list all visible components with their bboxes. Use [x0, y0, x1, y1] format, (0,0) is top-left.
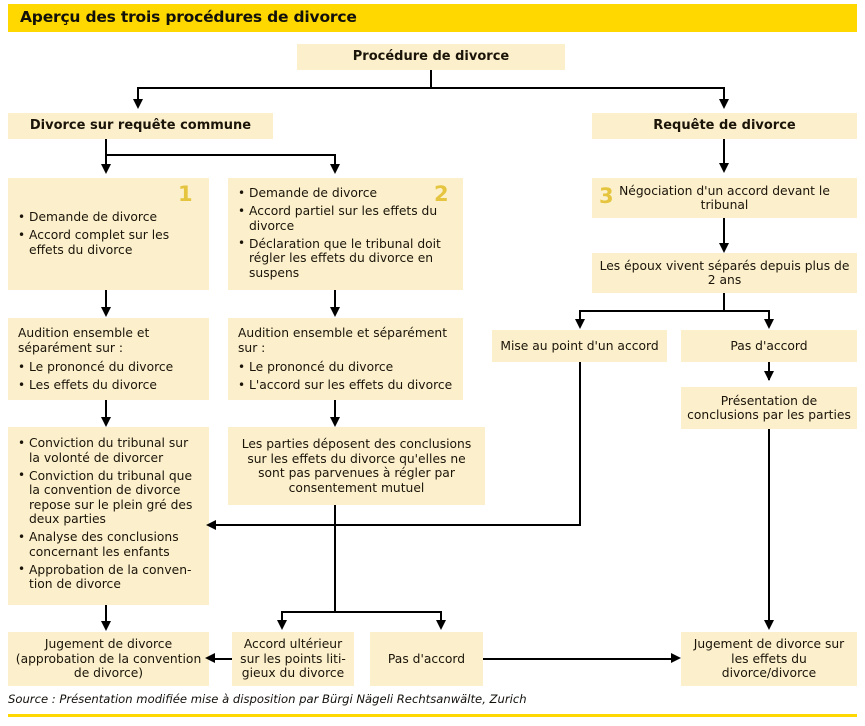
list-item: Analyse des conclusions concernant les e… — [18, 530, 199, 559]
arrow-col3-separated — [718, 243, 729, 253]
node-col2-accord-ulterieur: Accord ultérieur sur les points liti-gie… — [232, 632, 354, 686]
page-title: Aperçu des trois procédures de divorce — [20, 8, 357, 26]
node-procedure-de-divorce: Procédure de divorce — [297, 44, 565, 70]
list-item: Déclaration que le tribunal doit régler … — [238, 236, 453, 281]
node-col1-conviction: Conviction du tribunal sur la volonté de… — [8, 427, 209, 605]
node-col3-conclusions: Présentation de conclusions par les part… — [681, 387, 857, 429]
col1-hearing-lead: Audition ensemble et séparément sur : — [18, 326, 150, 355]
step-number-1: 1 — [178, 182, 193, 206]
connector-col3-split-bus — [579, 310, 769, 312]
arrow-accord-to-col1-judgment — [205, 653, 215, 663]
node-col3-separated: Les épouх vivent séparés depuis plus de … — [592, 253, 857, 293]
arrow-pas-daccord-to-judgment — [671, 653, 681, 663]
list-item: Accord complet sur les effets du divorce — [18, 228, 199, 257]
list-item: L'accord sur les effets du divorce — [238, 378, 453, 393]
arrow-col2-conclusions — [329, 417, 340, 427]
arrow-col1-judgment — [100, 621, 111, 631]
arrow-to-col1 — [100, 164, 111, 174]
connector-col2-hearing-to-conclusions — [334, 400, 336, 422]
arrow-col3-judgment — [763, 620, 774, 630]
node-col2-conclusions: Les parties déposent des conclusions sur… — [228, 427, 485, 505]
arrow-col2-hearing — [329, 307, 340, 317]
list-item: Accord partiel sur les effets du divorce — [238, 204, 453, 233]
step-number-3: 3 — [599, 184, 614, 208]
arrow-col3-conclusions — [763, 371, 774, 381]
connector-col2-bottom-bus — [281, 611, 441, 613]
connector-to-col2 — [334, 154, 336, 166]
connector-mise-au-point-left — [215, 524, 581, 526]
list-item: Demande de divorce — [18, 210, 199, 225]
node-col3-negotiation: Négociation d'un accord devant le tribun… — [592, 178, 857, 218]
connector-left-branch-stem — [105, 139, 107, 155]
node-col1-judgment: Jugement de divorce (approbation de la c… — [8, 632, 209, 686]
connector-to-mise-au-point — [579, 310, 581, 321]
connector-root-left-drop — [137, 87, 139, 101]
arrow-root-to-left — [132, 99, 143, 109]
connector-root-stem — [430, 70, 432, 88]
node-col1-requirements: Demande de divorce Accord complet sur le… — [8, 178, 209, 290]
arrow-to-col3 — [718, 163, 729, 173]
header-banner — [8, 4, 857, 32]
node-col2-requirements: Demande de divorce Accord partiel sur le… — [228, 178, 463, 290]
list-item: Conviction du tribunal que la convention… — [18, 468, 199, 527]
node-col2-pas-daccord: Pas d'accord — [370, 632, 483, 686]
col2-hearing-list: Le prononcé du divorce L'accord sur les … — [238, 360, 453, 393]
connector-col3-split-stem — [723, 293, 725, 311]
connector-to-col1 — [105, 154, 107, 166]
connector-accord-to-col1-judgment — [214, 658, 232, 660]
connector-to-col3-pas-daccord — [768, 310, 770, 321]
connector-pas-daccord-to-judgment — [483, 658, 673, 660]
connector-col2-conclusions-stem — [334, 505, 336, 612]
list-item: Les effets du divorce — [18, 378, 199, 393]
list-item: Le prononcé du divorce — [18, 360, 199, 375]
source-note: Source : Présentation modifiée mise à di… — [8, 692, 527, 706]
col1-hearing-list: Le prononcé du divorce Les effets du div… — [18, 360, 199, 393]
list-item: Conviction du tribunal sur la volonté de… — [18, 436, 199, 465]
connector-col1-hearing-to-conviction — [105, 400, 107, 422]
list-item: Approbation de la conven-tion de divorce — [18, 562, 199, 592]
connector-right-branch-stem — [723, 139, 725, 165]
node-col2-hearing: Audition ensemble et séparément sur : Le… — [228, 318, 463, 400]
arrow-col1-hearing — [100, 307, 111, 317]
connector-col1-req-to-hearing — [105, 290, 107, 310]
arrow-to-accord-ulterieur — [276, 620, 287, 630]
arrow-to-pas-daccord-mid — [435, 620, 446, 630]
footer-rule — [8, 714, 857, 717]
list-item: Le prononcé du divorce — [238, 360, 453, 375]
connector-root-bus — [137, 87, 724, 89]
node-col3-judgment: Jugement de divorce sur les effets du di… — [681, 632, 857, 686]
connector-col1-conviction-to-judgment — [105, 605, 107, 623]
arrow-to-col2 — [329, 164, 340, 174]
arrow-to-col3-pas-daccord — [763, 319, 774, 329]
step-number-2: 2 — [434, 182, 449, 206]
connector-left-branch-bus — [105, 154, 335, 156]
connector-mise-au-point-down — [579, 362, 581, 526]
arrow-mise-au-point-to-conviction — [206, 519, 216, 530]
arrow-root-to-right — [718, 99, 729, 109]
node-divorce-sur-requete-commune: Divorce sur requête commune — [8, 113, 273, 139]
connector-col3-neg-to-separated — [723, 218, 725, 246]
col2-hearing-lead: Audition ensemble et séparément sur : — [238, 326, 448, 355]
node-col3-mise-au-point: Mise au point d'un accord — [492, 330, 667, 362]
arrow-to-mise-au-point — [574, 319, 585, 329]
connector-to-pas-daccord-mid — [440, 611, 442, 621]
connector-to-accord-ulterieur — [281, 611, 283, 621]
node-requete-de-divorce: Requête de divorce — [592, 113, 857, 139]
node-col3-pas-daccord: Pas d'accord — [681, 330, 857, 362]
connector-col2-req-to-hearing — [334, 290, 336, 310]
connector-root-right-drop — [723, 87, 725, 101]
col1-requirement-list: Demande de divorce Accord complet sur le… — [18, 210, 199, 257]
node-col1-hearing: Audition ensemble et séparément sur : Le… — [8, 318, 209, 400]
connector-col3-conclusions-to-judgment — [768, 429, 770, 622]
arrow-col1-conviction — [100, 417, 111, 427]
col1-conviction-list: Conviction du tribunal sur la volonté de… — [18, 436, 199, 592]
list-item: Demande de divorce — [238, 186, 453, 201]
col2-requirement-list: Demande de divorce Accord partiel sur le… — [238, 186, 453, 280]
